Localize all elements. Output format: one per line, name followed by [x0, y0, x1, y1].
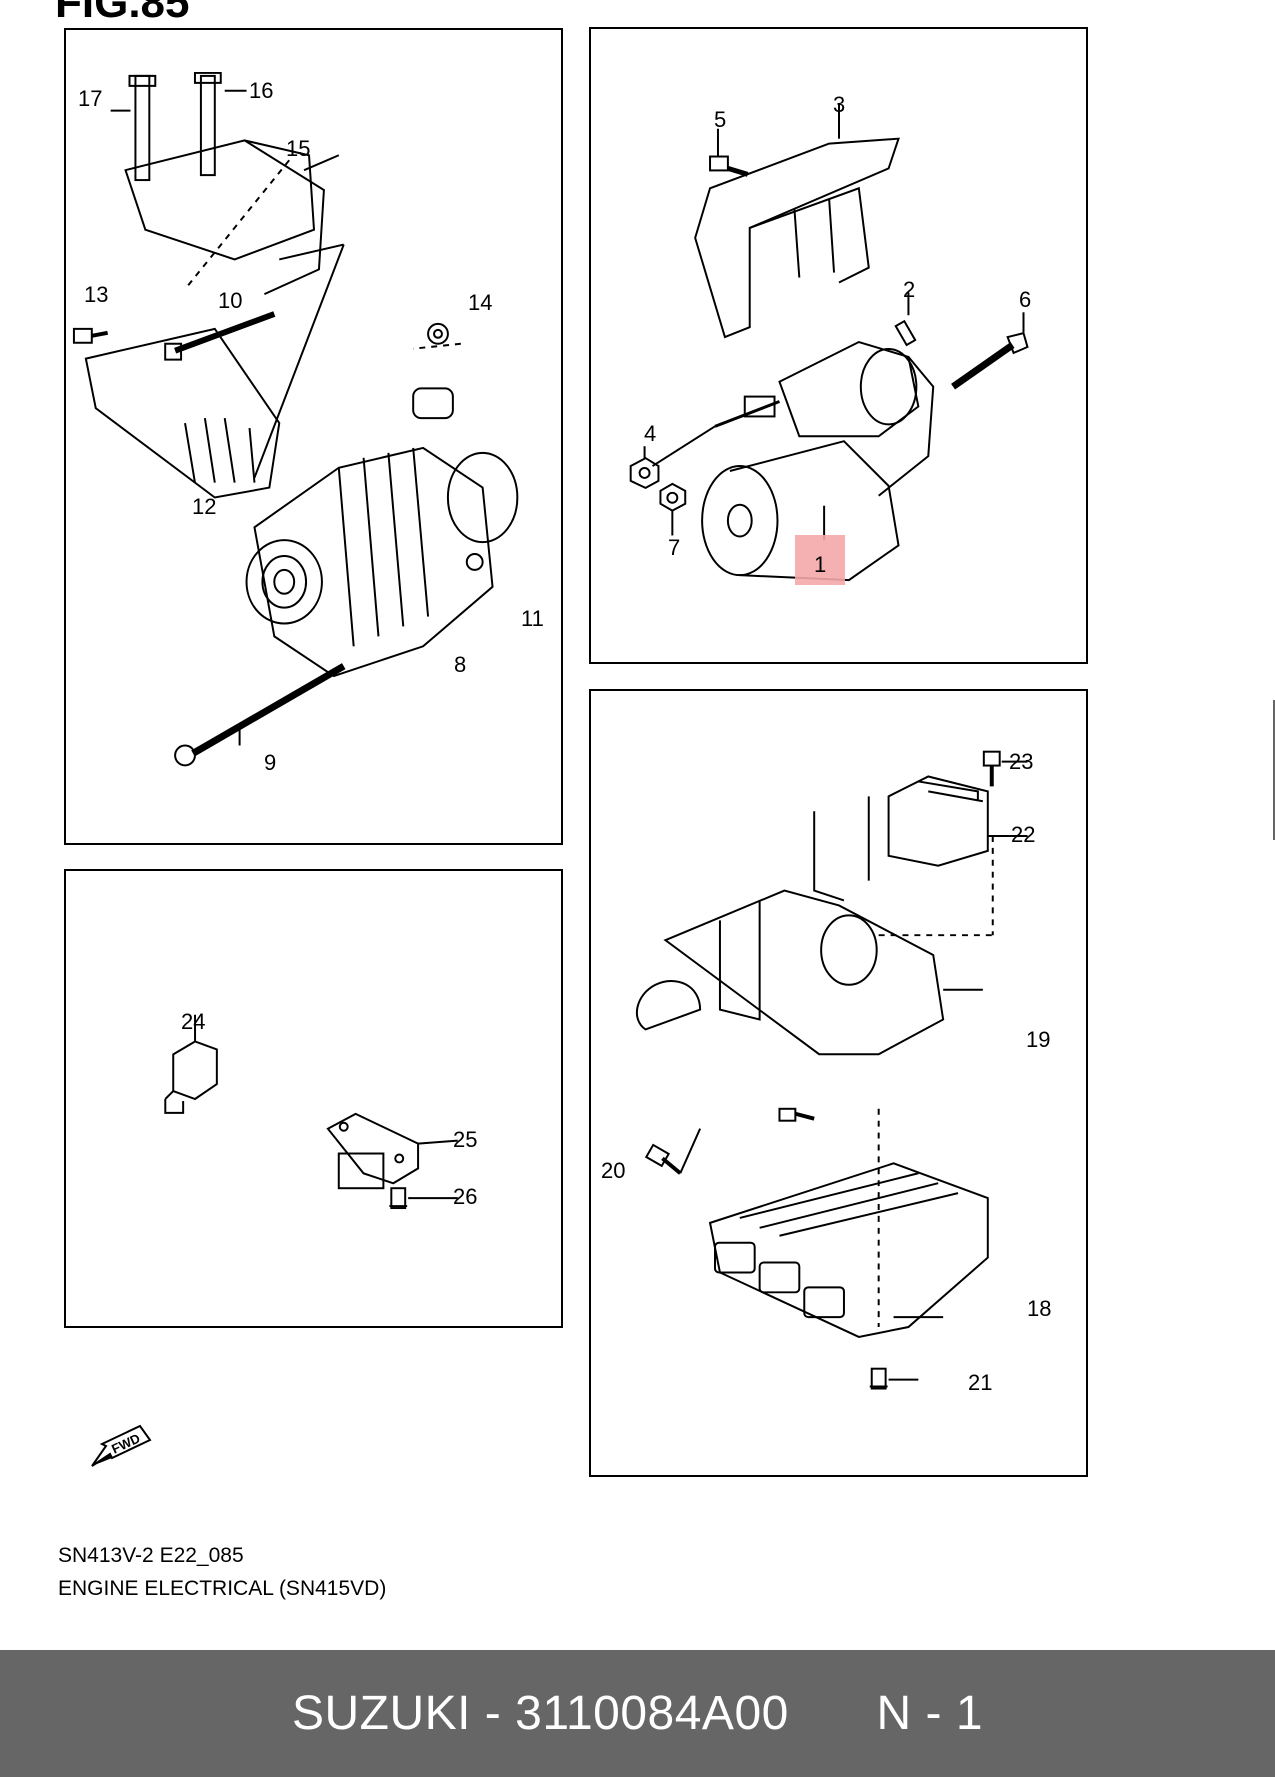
callout-11: 11	[521, 606, 544, 631]
reference-section: ENGINE ELECTRICAL (SN415VD)	[58, 1577, 387, 1600]
callout-1[interactable]: 1	[814, 552, 827, 577]
footer-quantity: N - 1	[876, 1687, 984, 1740]
callout-3: 3	[833, 92, 846, 117]
callout-26: 26	[453, 1184, 478, 1209]
footer-part-number: SUZUKI - 3110084A00	[291, 1687, 789, 1740]
alternator-drawing	[72, 71, 519, 767]
callout-18: 18	[1027, 1296, 1052, 1321]
callout-10: 10	[218, 288, 243, 313]
callout-4: 4	[644, 421, 657, 446]
ecm-panel: 23 22 19 20 18 21	[589, 689, 1088, 1477]
footer-bar: SUZUKI - 3110084A00 N - 1	[0, 1650, 1275, 1777]
callout-21: 21	[968, 1370, 993, 1395]
reference-code: SN413V-2 E22_085	[58, 1544, 244, 1567]
relay-panel: 24 25 26	[64, 869, 563, 1328]
callout-23: 23	[1009, 749, 1034, 774]
callout-14: 14	[468, 290, 493, 315]
callout-2: 2	[903, 277, 916, 302]
callout-19: 19	[1026, 1027, 1051, 1052]
callout-9: 9	[264, 750, 277, 775]
callout-25: 25	[453, 1127, 478, 1152]
starter-drawing	[629, 103, 1029, 582]
alternator-panel: 17 16 15 13 10 14 12 11 8 9	[64, 28, 563, 845]
callout-22: 22	[1011, 822, 1036, 847]
callout-6: 6	[1019, 287, 1032, 312]
starter-panel: 5 3 2 6 4 7 1	[589, 27, 1088, 664]
callout-7: 7	[668, 535, 681, 560]
callout-15: 15	[286, 136, 311, 161]
callout-13: 13	[84, 282, 109, 307]
highlight-callout-1	[795, 535, 845, 585]
fwd-arrow-icon: FWD	[91, 1424, 152, 1467]
figure-title: FIG.85	[55, 0, 190, 27]
callout-20: 20	[601, 1158, 626, 1183]
callout-17: 17	[78, 86, 103, 111]
fwd-label: FWD	[109, 1430, 142, 1456]
callout-12: 12	[192, 494, 217, 519]
callout-16: 16	[249, 78, 274, 103]
ecm-drawing	[636, 750, 1028, 1390]
callout-8: 8	[454, 652, 467, 677]
callout-24: 24	[181, 1009, 206, 1034]
edge-mark	[1273, 700, 1275, 840]
relay-drawing	[164, 1014, 458, 1210]
callout-5: 5	[714, 107, 727, 132]
